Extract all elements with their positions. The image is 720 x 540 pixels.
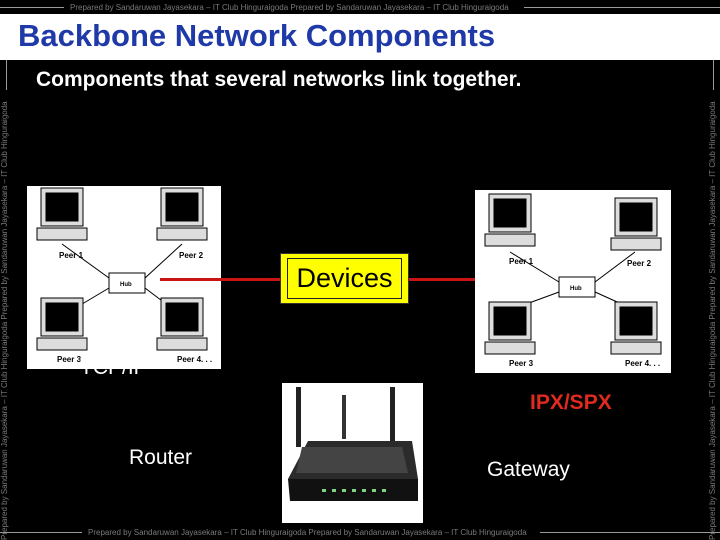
- frame-top-right-line: [524, 7, 720, 8]
- computer-icon: [156, 187, 208, 241]
- watermark-top: Prepared by Sandaruwan Jayasekara – IT C…: [70, 3, 509, 12]
- peer-label: Peer 3: [57, 355, 82, 364]
- left-network-diagram: Peer 1 Peer 2 Hub Peer 3 Peer 4. . .: [27, 186, 221, 369]
- computer-icon: [36, 297, 88, 351]
- link-line-left: [160, 278, 280, 281]
- title-bar: Backbone Network Components: [0, 14, 720, 60]
- router-icon: [282, 383, 423, 523]
- peer-label: Peer 2: [179, 251, 204, 260]
- page-subtitle: Components that several networks link to…: [36, 68, 522, 91]
- peer-label: Peer 1: [59, 251, 84, 260]
- watermark-bottom: Prepared by Sandaruwan Jayasekara – IT C…: [88, 528, 527, 537]
- computer-icon: [610, 197, 662, 251]
- router-image: [282, 383, 423, 523]
- hub-icon: [558, 276, 596, 298]
- computer-icon: [156, 297, 208, 351]
- frame-bottom-left-line: [0, 532, 82, 533]
- frame-top-left-line: [0, 7, 64, 8]
- tcpip-label: TCP/IP: [80, 356, 148, 379]
- frame-left-line: [6, 60, 7, 90]
- right-network-drawing: Peer 1 Peer 2 Hub Peer 3 Peer 4. . .: [484, 193, 662, 368]
- computer-icon: [484, 193, 536, 247]
- router-label: Router: [129, 446, 193, 469]
- computer-icon: [610, 301, 662, 355]
- cable: [509, 251, 560, 283]
- computer-icon: [484, 301, 536, 355]
- peer-label: Peer 4. . .: [177, 355, 212, 364]
- left-network-drawing: Peer 1 Peer 2 Hub Peer 3 Peer 4. . .: [36, 187, 212, 364]
- ipxspx-label: IPX/SPX: [530, 391, 612, 414]
- peer-label: Peer 1: [509, 257, 534, 266]
- hub-label: Hub: [570, 286, 582, 292]
- hub-label: Hub: [120, 282, 132, 288]
- hub-icon: [108, 272, 146, 294]
- watermark-right: Prepared by Sandaruwan Jayasekara – IT C…: [708, 101, 717, 540]
- gateway-label: Gateway: [487, 458, 570, 481]
- cable: [61, 243, 110, 279]
- peer-label: Peer 2: [627, 259, 652, 268]
- devices-box: Devices: [280, 253, 409, 304]
- peer-label: Peer 4. . .: [625, 359, 660, 368]
- watermark-left: Prepared by Sandaruwan Jayasekara – IT C…: [0, 101, 9, 540]
- frame-bottom-right-line: [540, 532, 720, 533]
- peer-label: Peer 3: [509, 359, 534, 368]
- devices-label: Devices: [296, 263, 393, 293]
- frame-right-line: [713, 60, 714, 90]
- right-network-diagram: Peer 1 Peer 2 Hub Peer 3 Peer 4. . .: [475, 190, 671, 373]
- computer-icon: [36, 187, 88, 241]
- cable: [594, 251, 636, 283]
- cable: [144, 243, 183, 279]
- page-title: Backbone Network Components: [18, 18, 496, 53]
